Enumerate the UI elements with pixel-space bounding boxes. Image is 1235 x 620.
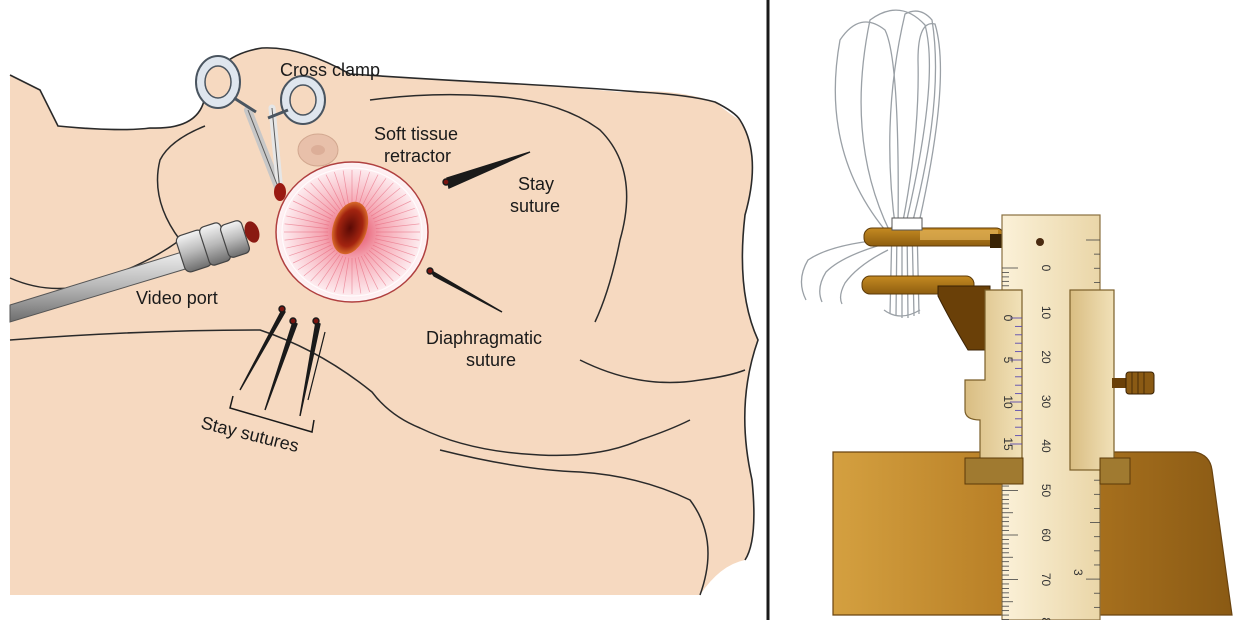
lower-jaw: [862, 276, 990, 350]
label-stay-suture-line1: Stay: [518, 174, 554, 194]
main-scale-number: 70: [1039, 573, 1053, 587]
suture-loops: [801, 10, 940, 318]
left-illustration: Cross clamp Soft tissue retractor Stay s…: [10, 48, 758, 595]
label-soft-tissue-line1: Soft tissue: [374, 124, 458, 144]
vernier-number: 10: [1001, 395, 1015, 409]
label-soft-tissue-line2: retractor: [384, 146, 451, 166]
main-scale-number: 0: [1039, 265, 1053, 272]
main-scale-number: 10: [1039, 306, 1053, 320]
vernier-number: 5: [1001, 357, 1015, 364]
vernier-number: 15: [1001, 437, 1015, 451]
label-diaphragmatic-line2: suture: [466, 350, 516, 370]
main-scale-number: 20: [1039, 350, 1053, 364]
label-cross-clamp: Cross clamp: [280, 60, 380, 80]
suture-clamp-box: [892, 218, 922, 230]
main-scale-number: 40: [1039, 439, 1053, 453]
lock-screw: [1112, 372, 1154, 394]
inch-number: 3: [1071, 569, 1085, 576]
main-scale-number: 60: [1039, 528, 1053, 542]
upper-jaw: [864, 228, 1004, 248]
soft-tissue-retractor: [276, 162, 428, 302]
main-scale-number: 30: [1039, 395, 1053, 409]
label-diaphragmatic-line1: Diaphragmatic: [426, 328, 542, 348]
vernier-number: 0: [1001, 315, 1015, 322]
label-video-port: Video port: [136, 288, 218, 308]
main-scale-number: 50: [1039, 484, 1053, 498]
label-stay-suture-line2: suture: [510, 196, 560, 216]
